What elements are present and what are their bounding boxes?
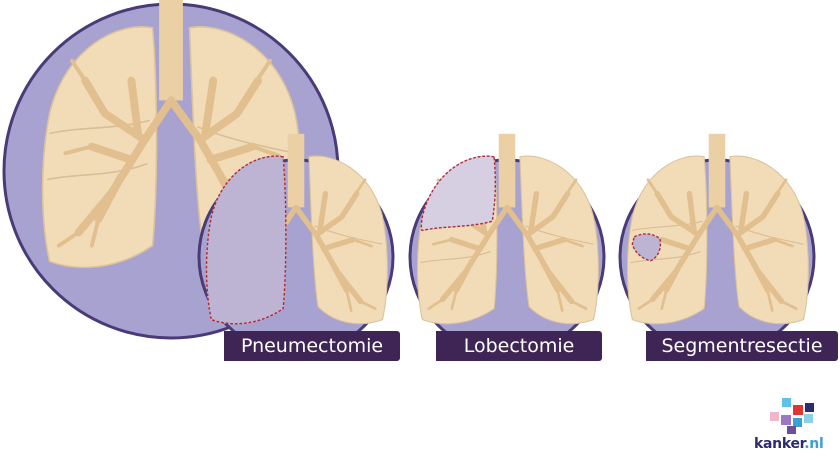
pneumectomie-circle (197, 134, 395, 356)
kanker-logo-text: kanker.nl (754, 436, 824, 452)
label-segmentresectie: Segmentresectie (646, 331, 838, 361)
lobectomie-circle (408, 134, 606, 356)
logo-name: kanker (754, 436, 805, 452)
label-pneumectomie: Pneumectomie (224, 331, 400, 361)
label-lobectomie: Lobectomie (436, 331, 602, 361)
logo-tld: .nl (804, 436, 824, 452)
kanker-logo-mark (770, 398, 814, 434)
segmentresectie-circle (618, 134, 816, 356)
